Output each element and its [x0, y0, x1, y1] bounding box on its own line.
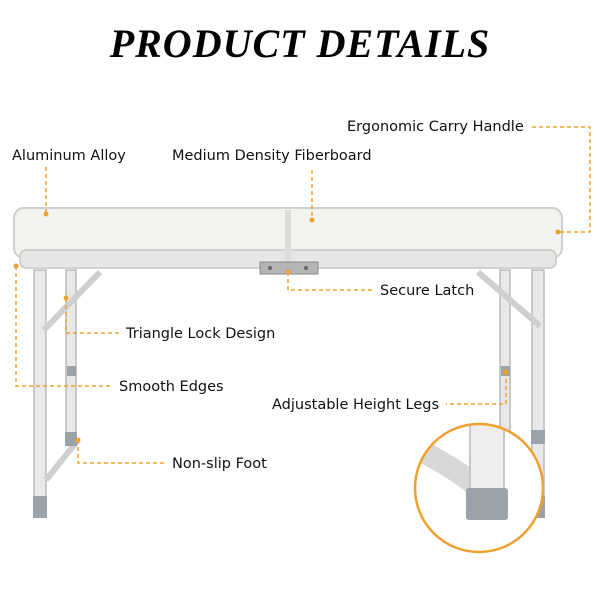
label-aluminum-alloy: Aluminum Alloy — [12, 148, 126, 164]
leader-lines — [15, 126, 591, 464]
table-top — [13, 207, 563, 269]
label-carry-handle: Ergonomic Carry Handle — [347, 119, 524, 135]
foot-zoom-inset — [413, 422, 545, 554]
label-triangle-lock: Triangle Lock Design — [126, 326, 276, 342]
label-smooth-edges: Smooth Edges — [119, 379, 224, 395]
leader-dots — [13, 211, 561, 443]
label-adjustable-legs: Adjustable Height Legs — [272, 397, 440, 413]
page-title: PRODUCT DETAILS — [109, 21, 491, 66]
left-leg — [33, 269, 103, 518]
label-nonslip-foot: Non-slip Foot — [172, 456, 267, 472]
label-secure-latch: Secure Latch — [380, 283, 475, 299]
label-fiberboard: Medium Density Fiberboard — [172, 148, 372, 164]
